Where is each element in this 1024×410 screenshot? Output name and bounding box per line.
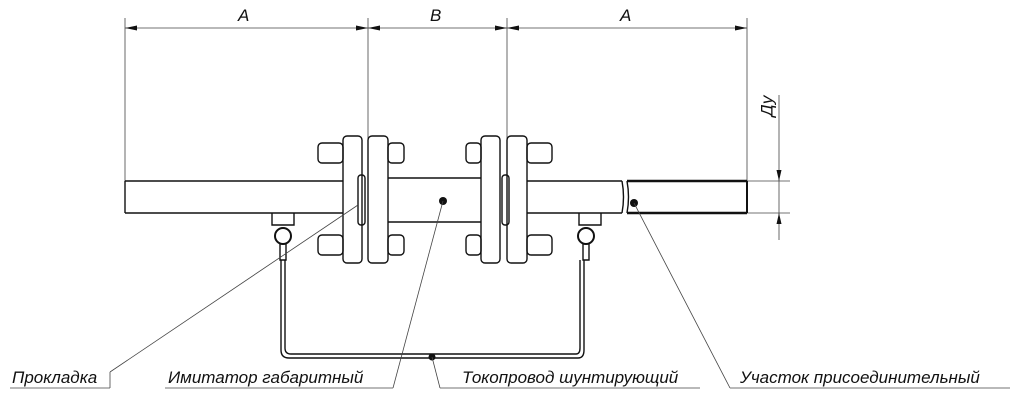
caption-dummy: Имитатор габаритный	[168, 368, 364, 387]
leader-dots	[428, 197, 638, 361]
flange-right	[465, 135, 553, 264]
caption-gasket: Прокладка	[12, 368, 98, 387]
pipe	[124, 177, 748, 223]
dimension-arrows	[125, 25, 782, 224]
flange-left	[317, 135, 405, 264]
caption-section: Участок присоединительный	[740, 368, 980, 387]
dimension-lines	[124, 18, 790, 240]
dimension-du: Ду	[757, 95, 777, 117]
dimension-a-right: A	[620, 6, 632, 25]
leader-lines	[10, 200, 1010, 389]
caption-shunt: Токопровод шунтирующий	[462, 368, 679, 387]
dimension-b: B	[430, 6, 442, 25]
dimension-a-left: A	[238, 6, 250, 25]
